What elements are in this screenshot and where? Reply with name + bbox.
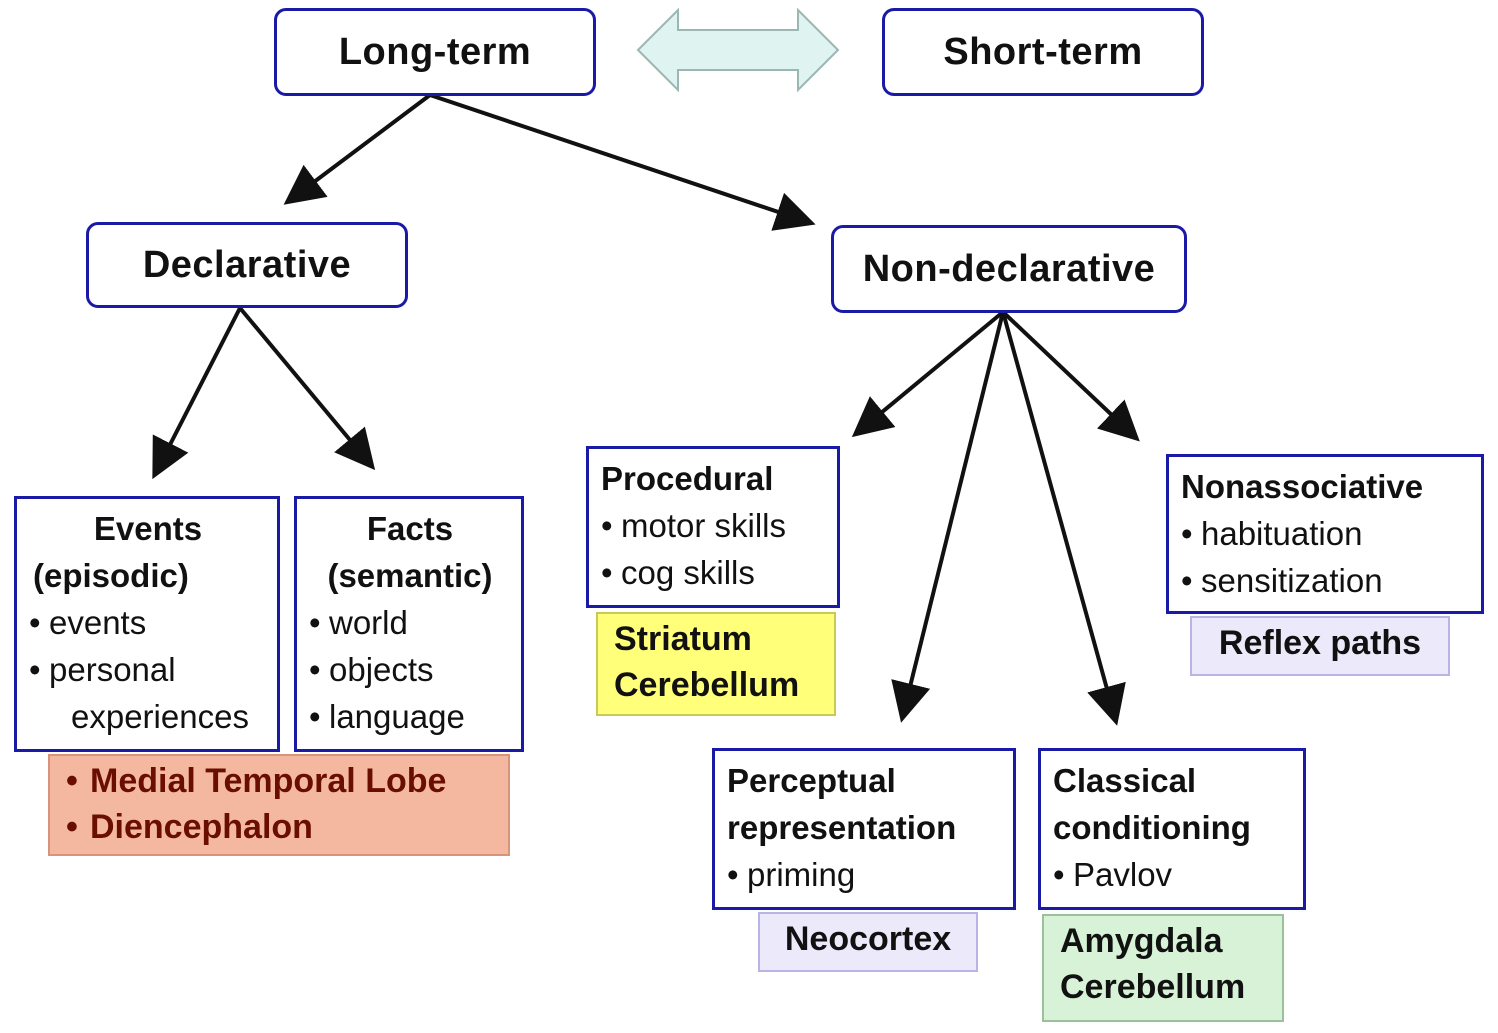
events-box: Events (episodic) events personal experi… [14,496,280,752]
classical-list: Pavlov [1053,851,1293,898]
reflex-paths-region: Reflex paths [1190,616,1450,676]
arrow-nondeclarative-procedural [851,310,1005,438]
nonassociative-title: Nonassociative [1181,468,1424,505]
list-item: world [309,599,511,646]
events-title: Events [93,510,203,547]
procedural-box: Procedural motor skills cog skills [586,446,840,608]
perceptual-subtitle: representation [727,809,957,846]
arrow-nondeclarative-classical [1001,311,1126,726]
declarative-label: Declarative [142,243,352,286]
list-item: habituation [1181,510,1471,557]
nonassociative-box: Nonassociative habituation sensitization [1166,454,1484,614]
region-line: Cerebellum [1060,968,1246,1006]
events-subtitle: (episodic) [33,557,189,594]
region-line: Reflex paths [1218,624,1422,662]
classical-title: Classical [1053,762,1197,799]
list-item-continuation: experiences [71,698,249,735]
region-line: Cerebellum [614,666,800,704]
neocortex-region: Neocortex [758,912,978,972]
list-item: priming [727,851,1003,898]
perceptual-title: Perceptual [727,762,896,799]
striatum-region: Striatum Cerebellum [596,612,836,716]
list-item: language [309,693,511,740]
arrow-longterm-nondeclarative [429,93,816,231]
arrow-declarative-events [152,307,242,480]
declarative-node: Declarative [86,222,408,308]
classical-subtitle: conditioning [1053,809,1251,846]
non-declarative-node: Non-declarative [831,225,1187,313]
list-item: sensitization [1181,557,1471,604]
arrow-nondeclarative-nonassociative [1001,310,1140,442]
non-declarative-label: Non-declarative [862,247,1156,290]
short-term-node: Short-term [882,8,1204,96]
nonassociative-list: habituation sensitization [1181,510,1471,604]
list-item: objects [309,646,511,693]
classical-box: Classical conditioning Pavlov [1038,748,1306,910]
perceptual-list: priming [727,851,1003,898]
list-item: cog skills [601,549,827,596]
region-line: Amygdala [1060,922,1223,960]
list-item: personal [29,646,267,693]
list-item: Diencephalon [66,804,492,850]
arrow-nondeclarative-perceptual [891,311,1005,723]
list-item: Medial Temporal Lobe [66,758,492,804]
procedural-title: Procedural [601,460,774,497]
facts-title: Facts [366,510,454,547]
double-arrow-icon [636,7,840,93]
long-term-node: Long-term [274,8,596,96]
procedural-list: motor skills cog skills [601,502,827,596]
amygdala-region: Amygdala Cerebellum [1042,914,1284,1022]
arrow-longterm-declarative [283,93,432,205]
list-item: Pavlov [1053,851,1293,898]
short-term-label: Short-term [943,30,1143,73]
mtl-list: Medial Temporal Lobe Diencephalon [66,758,492,850]
region-line: Neocortex [784,920,952,958]
list-item: motor skills [601,502,827,549]
events-list: events personal experiences [29,599,267,740]
mtl-region: Medial Temporal Lobe Diencephalon [48,754,510,856]
facts-box: Facts (semantic) world objects language [294,496,524,752]
perceptual-box: Perceptual representation priming [712,748,1016,910]
facts-subtitle: (semantic) [327,557,493,594]
list-item: events [29,599,267,646]
facts-list: world objects language [309,599,511,740]
arrow-declarative-facts [238,306,376,471]
region-line: Striatum [614,620,752,658]
long-term-label: Long-term [338,30,532,73]
